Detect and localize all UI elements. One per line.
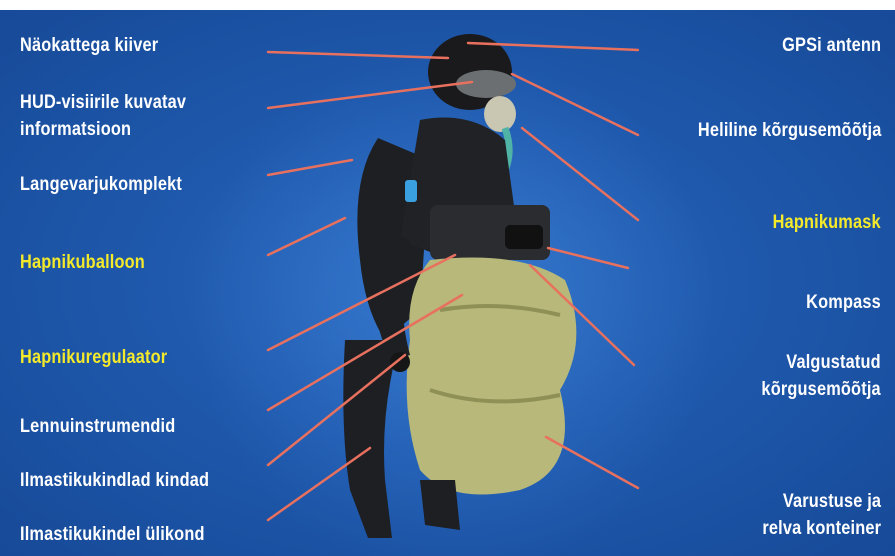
label-oxygen-regulator: Hapnikuregulaator xyxy=(20,344,167,371)
label-oxygen-mask: Hapnikumask xyxy=(773,209,881,236)
label-audible-altimeter: Heliline kõrgusemõõtja xyxy=(697,117,881,144)
label-illuminated-altimeter: Valgustatud kõrgusemõõtja xyxy=(762,349,881,403)
label-parachute-kit: Langevarjukomplekt xyxy=(20,171,182,198)
equipment-container xyxy=(407,258,577,495)
label-compass: Kompass xyxy=(806,289,881,316)
label-gloves: Ilmastikukindlad kindad xyxy=(20,467,209,494)
label-gps-antenna: GPSi antenn xyxy=(782,32,881,59)
label-oxygen-cylinder: Hapnikuballoon xyxy=(20,249,145,276)
label-equipment-container: Varustuse ja relva konteiner xyxy=(762,488,881,542)
label-helmet: Näokattega kiiver xyxy=(20,32,158,59)
label-hud-info: HUD-visiirile kuvatav informatsioon xyxy=(20,89,186,143)
oxygen-mask xyxy=(484,96,516,132)
label-suit: Ilmastikukindel ülikond xyxy=(20,521,205,548)
label-flight-instruments: Lennuinstrumendid xyxy=(20,413,175,440)
